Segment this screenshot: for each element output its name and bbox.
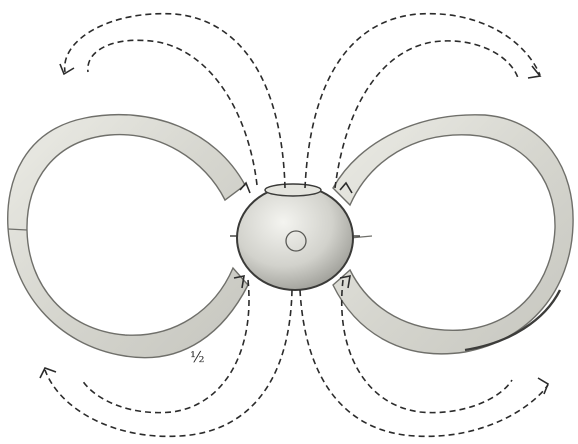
field-line-top-right-outer	[305, 14, 540, 188]
arrow-top-right-icon	[528, 66, 540, 78]
field-line-top-left-inner	[88, 40, 257, 185]
sphere-top-cap	[265, 184, 321, 196]
arrow-top-left-icon	[60, 64, 74, 74]
scale-label: ½	[190, 348, 205, 366]
arrow-bottom-left-icon	[40, 368, 56, 378]
center-sphere	[237, 186, 353, 290]
field-line-top-left-outer	[65, 14, 285, 188]
left-ring	[8, 115, 248, 358]
field-line-bottom-left-outer	[45, 290, 292, 436]
field-line-bottom-right-outer	[300, 290, 548, 436]
